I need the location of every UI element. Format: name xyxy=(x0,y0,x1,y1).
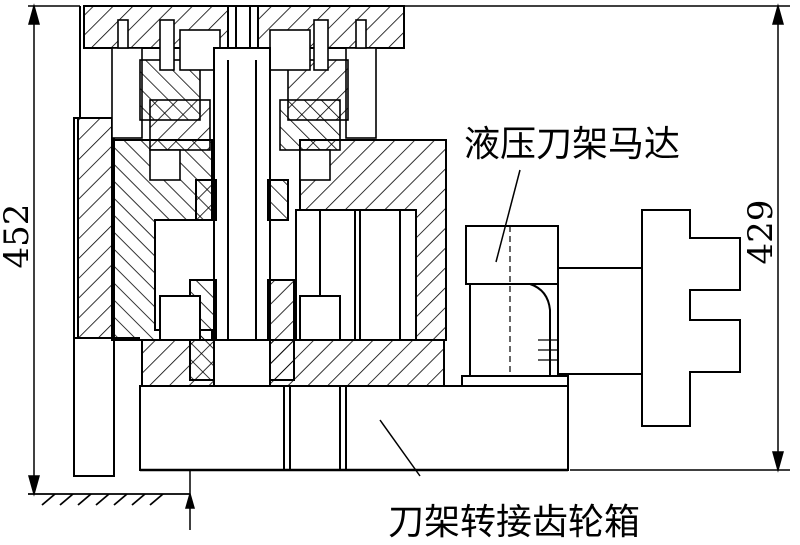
clamp-mechanism-left xyxy=(111,19,221,181)
dimension-total-height xyxy=(28,3,80,497)
dimension-right-height xyxy=(405,3,790,473)
ground-base xyxy=(28,493,190,506)
gearbox-label: 刀架转接齿轮箱 xyxy=(388,502,640,543)
machine-frame xyxy=(73,6,140,477)
clamp-mechanism-right xyxy=(269,19,377,181)
dimension-429-label: 429 xyxy=(741,200,781,265)
hydraulic-motor-label: 液压刀架马达 xyxy=(464,124,680,165)
dimension-452-label: 452 xyxy=(0,204,37,269)
turret-top-cover xyxy=(83,5,405,49)
motor-mount-flange xyxy=(557,209,741,427)
hydraulic-motor xyxy=(461,225,569,387)
gearbox-housing xyxy=(139,385,569,472)
leader-lines xyxy=(379,169,521,477)
